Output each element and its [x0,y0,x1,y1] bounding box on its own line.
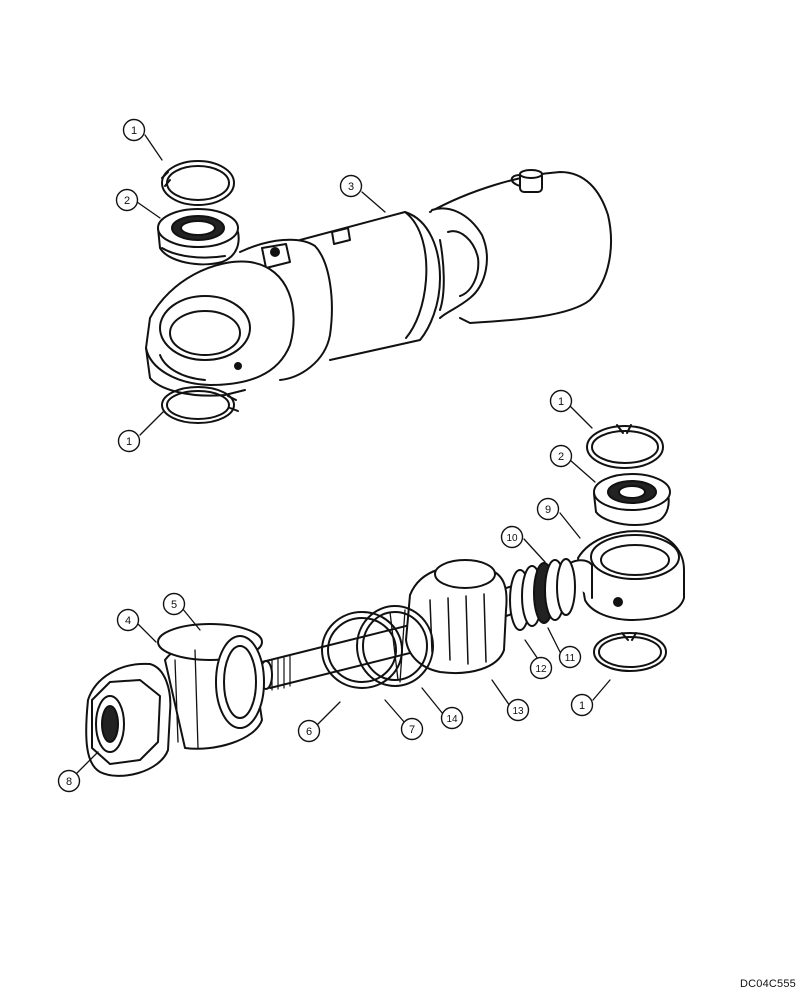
rod-eye-end [559,530,685,621]
callout-circle [440,706,464,730]
callout-circle [506,698,530,722]
callout-number: 2 [124,195,130,207]
callout-c5: 5 [162,592,186,616]
callout-circle [500,525,524,549]
callout-number: 1 [558,396,564,408]
piston-nut [85,662,172,777]
callout-c1a: 1 [122,118,146,142]
callout-number: 2 [558,451,564,463]
snap-ring-right-lower [593,632,667,672]
callout-number: 6 [306,726,312,738]
callout-c1c: 1 [549,389,573,413]
callout-circle [570,693,594,717]
callout-c9: 9 [536,497,560,521]
drawing-reference-code: DC04C555 [739,978,796,990]
snap-ring-lower-left [161,386,239,424]
callout-c11: 11 [558,645,582,669]
callout-number: 7 [409,724,415,736]
snap-ring-top [161,160,235,206]
gland [405,559,508,674]
callout-number: 4 [125,615,131,627]
callout-c10: 10 [500,525,524,549]
callout-c4: 4 [116,608,140,632]
callout-circle [116,608,140,632]
wear-rings [321,605,434,689]
rod-seals [509,558,576,631]
callout-c1b: 1 [117,429,141,453]
callout-c13: 13 [506,698,530,722]
callout-number: 1 [131,125,137,137]
callout-number: 1 [579,700,585,712]
callout-circle [297,719,321,743]
snap-ring-right-upper [586,424,664,469]
callout-number: 5 [171,599,177,611]
callout-number: 14 [446,714,458,725]
callout-c2a: 2 [115,188,139,212]
callout-circle [529,656,553,680]
callout-number: 1 [126,436,132,448]
piston [157,623,265,750]
callout-circle [558,645,582,669]
callout-leaders [74,134,611,776]
callout-circle [115,188,139,212]
callout-number: 3 [348,181,354,193]
callout-c2b: 2 [549,444,573,468]
callout-number: 13 [512,706,524,717]
callout-circle [536,497,560,521]
callout-number: 9 [545,504,551,516]
callout-c7: 7 [400,717,424,741]
callout-circle [339,174,363,198]
callout-circle [122,118,146,142]
callout-c14: 14 [440,706,464,730]
callout-number: 11 [565,653,576,664]
bushing-right [593,473,671,527]
callout-number: 8 [66,776,72,788]
callout-c6: 6 [297,719,321,743]
callout-circle [57,769,81,793]
callout-c12: 12 [529,656,553,680]
callout-number: 10 [506,533,518,544]
callout-circle [549,389,573,413]
callout-circle [117,429,141,453]
callout-number: 12 [535,664,547,675]
callout-c8: 8 [57,769,81,793]
bushing-top [157,208,240,266]
callout-c3: 3 [339,174,363,198]
callout-circle [400,717,424,741]
callout-circle [549,444,573,468]
cylinder-barrel [145,169,612,397]
callout-circle [162,592,186,616]
callout-c1d: 1 [570,693,594,717]
